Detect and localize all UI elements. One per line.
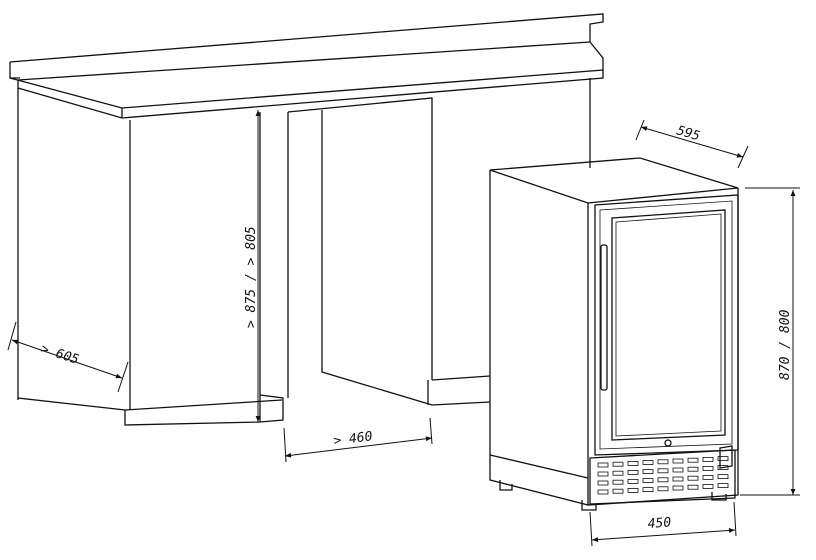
vent-slot xyxy=(642,460,654,466)
fridge-width-line xyxy=(591,528,736,542)
vent-slot xyxy=(687,475,699,481)
vent-slot xyxy=(597,462,609,468)
vent-slot xyxy=(612,488,624,494)
base-cabinet xyxy=(17,78,591,426)
vent-slot xyxy=(612,461,624,467)
vent-slot xyxy=(597,489,609,495)
vent-slot xyxy=(642,469,654,475)
cabinet-height-label: > 875 / > 805 xyxy=(244,226,259,328)
glass-panel xyxy=(611,209,726,441)
door-handle xyxy=(600,244,608,391)
vent-slot xyxy=(702,456,714,462)
vent-slot xyxy=(687,457,699,463)
cabinet-depth-label: > 605 xyxy=(39,342,81,368)
fridge-height-label: 870 / 800 xyxy=(778,309,793,380)
vent-slot xyxy=(672,476,684,482)
vent-slot xyxy=(597,480,609,486)
fridge-depth-line xyxy=(640,126,744,158)
vent-slot xyxy=(687,466,699,472)
vent-slot xyxy=(717,474,729,480)
vent-slot xyxy=(627,460,639,466)
vent-slot xyxy=(642,487,654,493)
fridge-width-label: 450 xyxy=(647,515,672,532)
vent-slot xyxy=(657,477,669,483)
fridge-depth-label: 595 xyxy=(675,123,702,144)
lock-icon xyxy=(664,439,672,447)
opening-width-line xyxy=(284,436,433,458)
vent-slot xyxy=(657,459,669,465)
vent-slot xyxy=(627,478,639,484)
vent-slot xyxy=(672,467,684,473)
vent-slot xyxy=(612,470,624,476)
vent-slot xyxy=(717,483,729,489)
vent-slot xyxy=(717,465,729,471)
dimension-lines xyxy=(7,110,800,547)
vent-slot xyxy=(672,458,684,464)
cabinet-depth-line xyxy=(11,339,123,379)
vent-slot xyxy=(702,465,714,471)
vent-slot xyxy=(702,474,714,480)
vent-slot xyxy=(687,484,699,490)
vent-slot xyxy=(642,478,654,484)
vent-slot xyxy=(627,469,639,475)
opening-width-label: > 460 xyxy=(333,429,374,449)
door-frame xyxy=(594,194,739,456)
vent-slot xyxy=(597,471,609,477)
vent-slot xyxy=(612,479,624,485)
vent-grille xyxy=(589,449,736,505)
vent-slot xyxy=(657,486,669,492)
vent-slot xyxy=(672,485,684,491)
wine-cooler xyxy=(489,157,739,511)
countertop xyxy=(9,13,604,119)
vent-slot xyxy=(657,468,669,474)
vent-slot xyxy=(717,456,729,462)
vent-slot xyxy=(702,483,714,489)
vent-slot xyxy=(627,487,639,493)
